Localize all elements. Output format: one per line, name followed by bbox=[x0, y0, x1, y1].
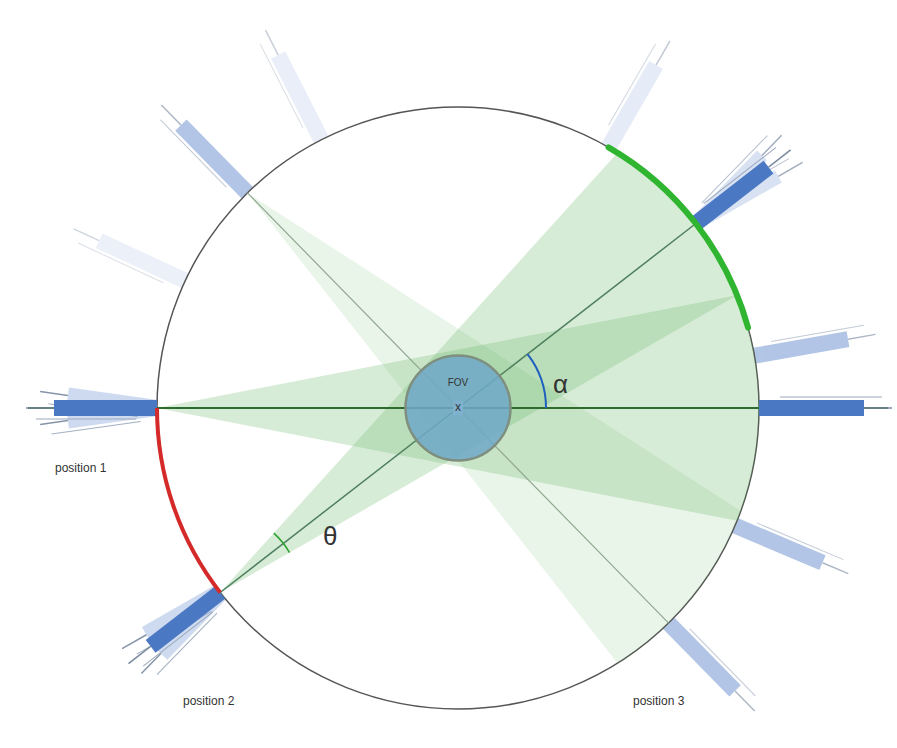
position-label: position 3 bbox=[633, 695, 684, 708]
pale-source-tube-cable bbox=[141, 653, 161, 673]
pale-tube-body bbox=[96, 233, 189, 288]
pale-tube-body bbox=[663, 617, 741, 696]
detector-tube-cable bbox=[704, 147, 776, 203]
position-label: position 2 bbox=[183, 695, 234, 708]
pale-tube-cable bbox=[160, 120, 226, 187]
pale-tube-cable bbox=[260, 44, 303, 128]
detector-tube bbox=[689, 141, 795, 230]
pale-tube-cable bbox=[690, 629, 756, 696]
source-tube bbox=[26, 400, 157, 419]
pale-source-tube bbox=[39, 384, 158, 419]
pale-tube-cable bbox=[161, 105, 181, 125]
source-tube-cable bbox=[26, 407, 54, 409]
detector-tube-cable bbox=[769, 150, 791, 167]
theta-angle-arc bbox=[274, 533, 290, 552]
source-tube-cable bbox=[143, 612, 213, 666]
detector-tube-body bbox=[759, 400, 864, 416]
angle-label: α bbox=[553, 370, 568, 399]
pale-tube bbox=[69, 222, 189, 291]
source-tube bbox=[124, 586, 227, 672]
detector-tube-cable bbox=[864, 407, 892, 409]
source-tube-body bbox=[54, 400, 157, 416]
pale-tube-cable bbox=[78, 243, 163, 283]
pale-tube-cable bbox=[74, 229, 99, 241]
pale-tube-cable bbox=[608, 44, 655, 125]
pale-tube-cable bbox=[735, 691, 755, 711]
angle-label: θ bbox=[323, 522, 337, 551]
pale-tube bbox=[599, 35, 677, 151]
pale-source-tube bbox=[118, 585, 226, 659]
pale-tube bbox=[753, 324, 877, 364]
alpha-angle-arc bbox=[528, 354, 546, 408]
source-arc bbox=[157, 408, 220, 592]
pale-tube-cable bbox=[656, 41, 670, 65]
pale-tube bbox=[732, 515, 853, 581]
pale-tube-cable bbox=[823, 563, 849, 574]
fov-disc bbox=[406, 356, 511, 461]
pale-tube-cable bbox=[848, 334, 876, 339]
center-mark: x bbox=[453, 401, 463, 414]
pale-source-tube-cable bbox=[40, 421, 68, 425]
detector-tube bbox=[759, 397, 892, 416]
source-tube-cable bbox=[36, 419, 136, 420]
pale-tube-cable bbox=[266, 30, 279, 55]
position-label: position 1 bbox=[55, 462, 106, 475]
pale-source-tube bbox=[39, 400, 158, 435]
pale-tube-body bbox=[175, 119, 253, 198]
pale-tube bbox=[153, 99, 253, 200]
pale-detector-tube bbox=[691, 154, 806, 230]
pale-tube-cable bbox=[771, 325, 864, 341]
detector-tube-body bbox=[691, 161, 774, 230]
source-tube-body bbox=[146, 586, 225, 653]
detector-tube-cable bbox=[780, 397, 882, 398]
pale-tube bbox=[256, 27, 329, 145]
pale-tube-body bbox=[732, 518, 826, 570]
pale-tube-body bbox=[271, 52, 328, 144]
pale-detector-tube-cable bbox=[778, 162, 802, 176]
pale-tube-cable bbox=[757, 523, 844, 560]
pale-source-tube-cable bbox=[122, 635, 146, 649]
fov-label: FOV bbox=[448, 377, 469, 388]
detector-arc bbox=[609, 147, 749, 327]
pale-tube-body bbox=[602, 61, 663, 151]
pale-source-tube-cable bbox=[52, 421, 141, 434]
pale-source-tube-cable bbox=[40, 392, 68, 396]
source-tube-cable bbox=[129, 646, 151, 663]
